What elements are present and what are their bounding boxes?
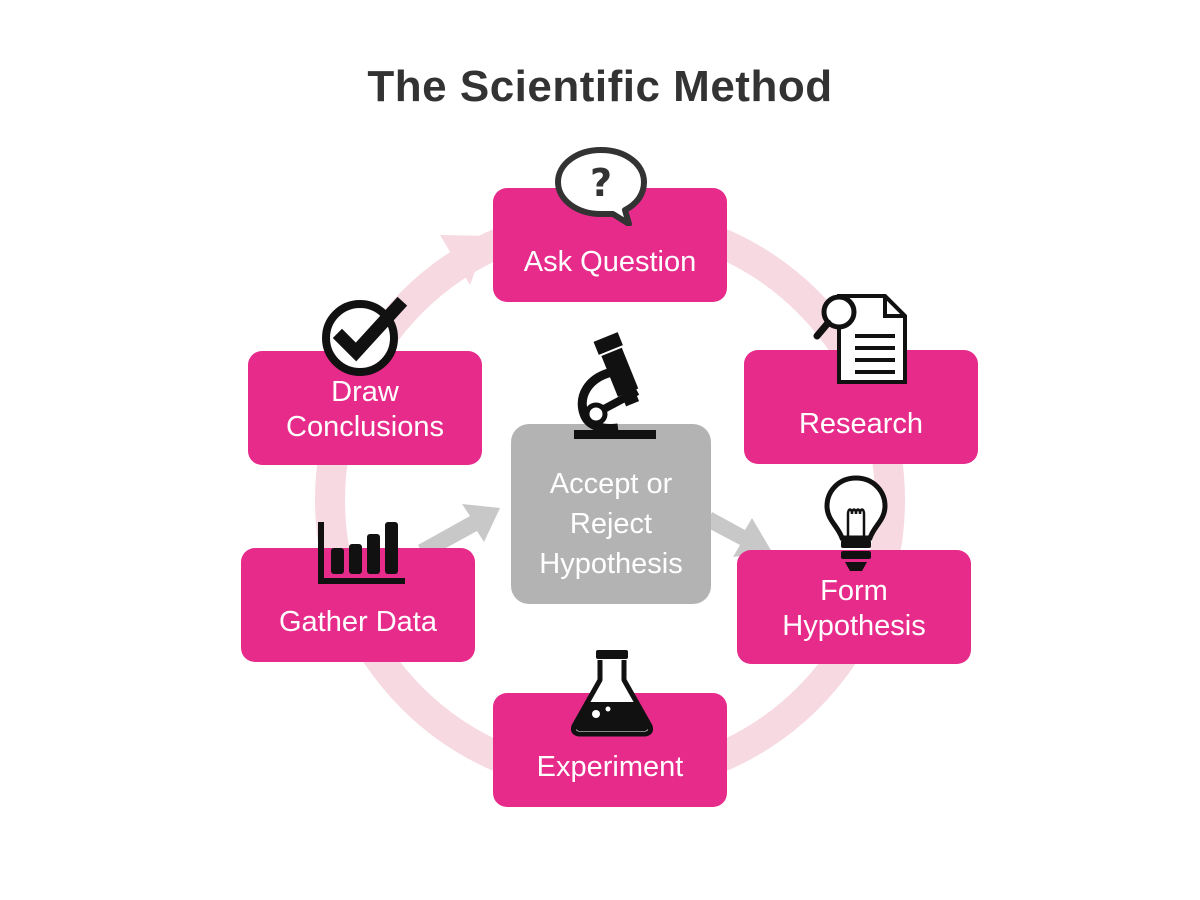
step-label: Ask Question — [523, 246, 697, 278]
center-label: Accept or Reject Hypothesis — [539, 468, 683, 580]
step-label: Gather Data — [279, 606, 437, 638]
microscope-icon — [574, 332, 656, 439]
step-label: Experiment — [536, 751, 684, 783]
step-form-hypothesis: Form Hypothesis — [737, 550, 971, 664]
flask-icon — [571, 650, 653, 737]
step-gather-data: Gather Data — [241, 548, 475, 662]
step-label: Research — [798, 408, 924, 440]
arrow-center-to-hypothesis — [706, 512, 772, 557]
diagram-title: The Scientific Method — [367, 62, 833, 111]
bar-chart-icon — [318, 522, 405, 584]
arrow-gather-to-center — [418, 504, 500, 559]
lightbulb-icon — [824, 475, 888, 571]
cycle-arrowhead — [440, 235, 488, 285]
center-accept-reject: Accept or Reject Hypothesis — [511, 424, 711, 604]
svg-text:?: ? — [590, 161, 612, 205]
checkmark-icon — [322, 296, 408, 376]
question-bubble-icon: ? — [555, 147, 647, 226]
step-label: Draw Conclusions — [286, 376, 444, 443]
document-magnifier-icon — [813, 294, 907, 384]
step-label: Form Hypothesis — [782, 575, 926, 642]
